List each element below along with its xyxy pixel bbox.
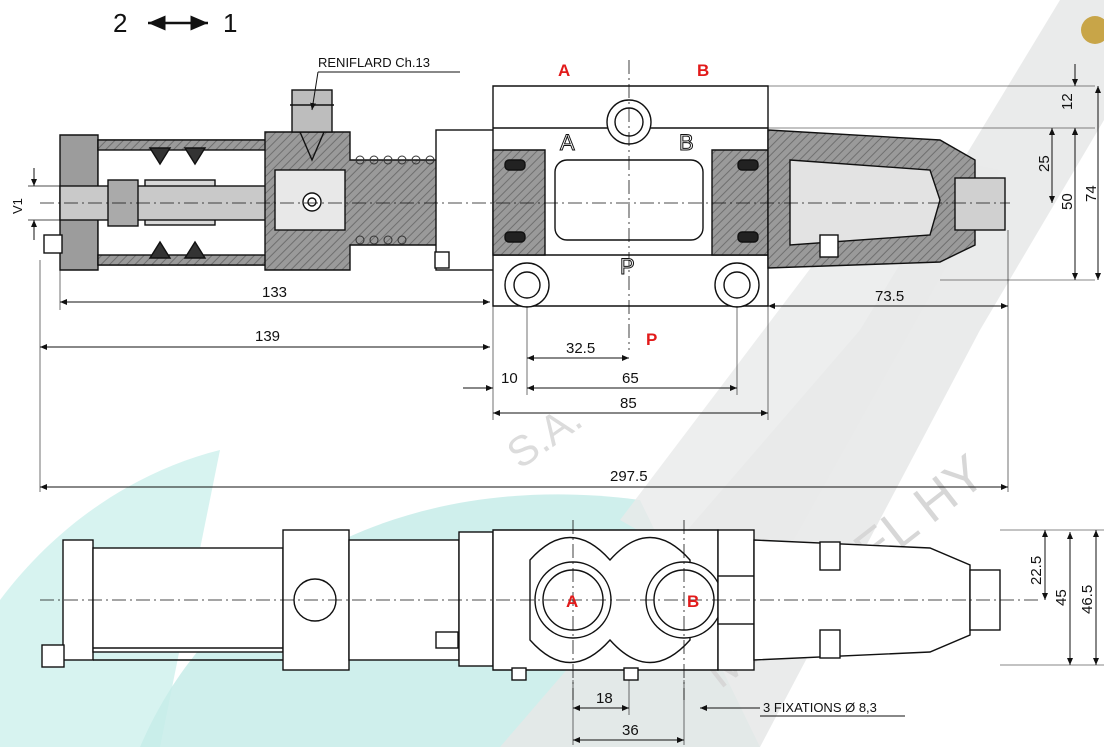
port-p-body: P xyxy=(620,254,635,279)
port-p-red: P xyxy=(646,330,657,349)
top-dimension-values: 133 139 73.5 32.5 10 65 85 297.5 12 25 5… xyxy=(255,93,1100,485)
dim-65: 65 xyxy=(622,370,639,387)
port-a-body: A xyxy=(560,130,575,155)
bottom-view xyxy=(40,520,1040,700)
dim-74: 74 xyxy=(1083,185,1100,202)
dim-32-5: 32.5 xyxy=(566,340,595,357)
reniflard-leader xyxy=(310,71,319,111)
v1-label: V1 xyxy=(10,198,25,214)
top-dimensions xyxy=(39,64,1101,492)
dim-36: 36 xyxy=(622,722,639,739)
dim-25: 25 xyxy=(1036,155,1053,172)
port-b-body: B xyxy=(679,130,694,155)
dim-22-5: 22.5 xyxy=(1028,556,1045,585)
port-a-red-top: A xyxy=(558,61,570,80)
dim-45: 45 xyxy=(1053,589,1070,606)
dim-10: 10 xyxy=(501,370,518,387)
dim-85: 85 xyxy=(620,395,637,412)
watermark-company: S.A. xyxy=(498,393,590,477)
port-b-red-top: B xyxy=(697,61,709,80)
bottom-dimensions xyxy=(572,529,1104,745)
bottom-view-labels: A B 3 FIXATIONS Ø 8,3 xyxy=(566,592,905,717)
top-view xyxy=(40,60,1010,350)
reniflard-label: RENIFLARD Ch.13 xyxy=(318,55,430,70)
dim-50: 50 xyxy=(1059,193,1076,210)
port-b-red-bottom: B xyxy=(687,592,699,611)
dim-46-5: 46.5 xyxy=(1079,585,1096,614)
flow-indicator: 2 1 xyxy=(113,8,237,38)
dim-297-5: 297.5 xyxy=(610,468,648,485)
dim-18: 18 xyxy=(596,690,613,707)
fixations-label: 3 FIXATIONS Ø 8,3 xyxy=(763,700,877,715)
flow-right-label: 1 xyxy=(223,8,237,38)
dim-133: 133 xyxy=(262,284,287,301)
top-view-labels: A B P A B P RENIFLARD Ch.13 V1 xyxy=(10,55,709,349)
flow-left-label: 2 xyxy=(113,8,127,38)
breather-plug xyxy=(291,89,333,133)
port-a-red-bottom: A xyxy=(566,592,578,611)
dim-73-5: 73.5 xyxy=(875,288,904,305)
bottom-dimension-values: 18 36 22.5 45 46.5 xyxy=(596,556,1096,739)
dim-12: 12 xyxy=(1059,93,1076,110)
dim-139: 139 xyxy=(255,328,280,345)
corner-logo-icon xyxy=(1081,16,1104,44)
